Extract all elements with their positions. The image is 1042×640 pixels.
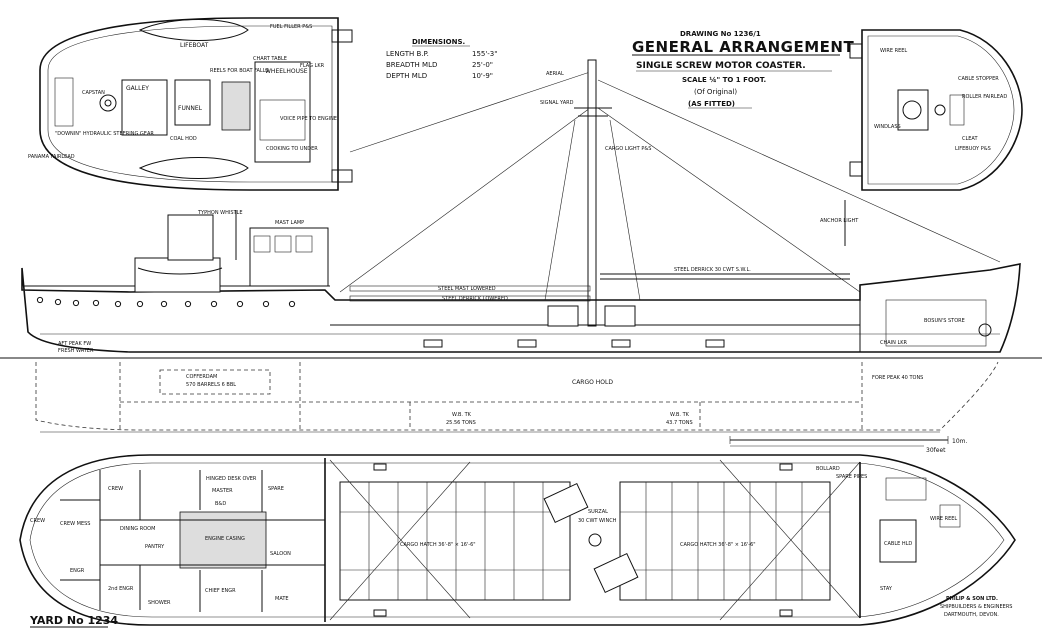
builder-line-1: PHILIP & SON LTD. bbox=[946, 596, 998, 602]
label-master: MASTER bbox=[212, 488, 233, 494]
forecastle-plan: WIRE REEL WINDLASS CABLE STOPPER ROLLER … bbox=[849, 29, 1023, 191]
label-coal-hod: COAL HOD bbox=[170, 136, 197, 142]
label-signal-yard: SIGNAL YARD bbox=[540, 100, 574, 106]
label-spare: SPARE bbox=[268, 486, 284, 492]
scale-bar-metric: 10m. bbox=[952, 438, 967, 445]
label-cargo-light: CARGO LIGHT P&S bbox=[605, 146, 651, 152]
label-cooking: COOKING TO UNDER bbox=[266, 146, 318, 152]
label-typhon: TYPHON WHISTLE bbox=[197, 210, 243, 216]
label-wb-1b: 25.56 TONS bbox=[446, 420, 476, 426]
label-lifebuoy: LIFEBUOY P&S bbox=[955, 146, 991, 152]
label-wb-1: W.B. TK bbox=[452, 412, 472, 418]
scale-note: (Of Original) bbox=[694, 88, 737, 96]
dimensions-heading: DIMENSIONS. bbox=[412, 38, 465, 46]
label-bollard: BOLLARD bbox=[816, 466, 840, 472]
label-2nd-engr: 2nd ENGR bbox=[108, 586, 134, 592]
dim-length-value: 155'-3" bbox=[472, 50, 497, 58]
yard-number: YARD No 1234 bbox=[29, 614, 118, 627]
label-surzal: SURZAL bbox=[588, 509, 608, 515]
scale-bar: 10m. 30feet bbox=[729, 436, 967, 454]
label-cargo-hatch-aft: CARGO HATCH 36'-8" × 16'-6" bbox=[400, 542, 476, 548]
as-fitted: (AS FITTED) bbox=[688, 100, 735, 108]
label-fairlead: PANAMA FAIRLEAD bbox=[28, 154, 75, 160]
label-crew-1: CREW bbox=[108, 486, 123, 492]
label-chief-engr: CHIEF ENGR bbox=[205, 588, 236, 594]
label-spare-pipes: SPARE PIPES bbox=[836, 474, 867, 480]
label-galley: GALLEY bbox=[126, 85, 149, 92]
dim-length-label: LENGTH B.P. bbox=[386, 50, 429, 58]
label-cargo-hold: CARGO HOLD bbox=[572, 379, 613, 386]
yard-and-builder: YARD No 1234 PHILIP & SON LTD. SHIPBUILD… bbox=[29, 596, 1012, 628]
dim-depth-value: 10'-9" bbox=[472, 72, 493, 80]
label-dining: DINING ROOM bbox=[120, 526, 155, 532]
label-stay: STAY bbox=[880, 586, 893, 592]
drawing-title: GENERAL ARRANGEMENT bbox=[632, 38, 854, 56]
label-bosuns-store: BOSUN'S STORE bbox=[924, 318, 965, 324]
label-steel-mast-lowered: STEEL MAST LOWERED bbox=[438, 286, 496, 292]
label-aerial: AERIAL bbox=[546, 71, 564, 77]
label-capstan: CAPSTAN bbox=[82, 90, 105, 96]
label-fore-peak: FORE PEAK 40 TONS bbox=[872, 375, 923, 381]
ship-profile: AERIAL SIGNAL YARD CARGO LIGHT P&S ANCHO… bbox=[0, 59, 1042, 433]
builder-line-3: DARTMOUTH, DEVON. bbox=[944, 612, 999, 618]
label-chain-lkr: CHAIN LKR bbox=[880, 340, 908, 346]
drawing-subtitle: SINGLE SCREW MOTOR COASTER. bbox=[636, 61, 806, 71]
label-cargo-hatch-fwd: CARGO HATCH 36'-8" × 16'-6" bbox=[680, 542, 756, 548]
label-winch: 30 CWT WINCH bbox=[578, 518, 617, 524]
label-shower: SHOWER bbox=[148, 600, 171, 606]
label-steel-derrick-lowered: STEEL DERRICK LOWERED bbox=[442, 296, 508, 302]
label-wb-2b: 43.7 TONS bbox=[666, 420, 693, 426]
label-cable-hld: CABLE HLD bbox=[884, 541, 912, 547]
label-pantry: PANTRY bbox=[145, 544, 165, 550]
label-aft-peak: AFT PEAK FW bbox=[58, 341, 91, 347]
label-wb-2: W.B. TK bbox=[670, 412, 690, 418]
scale-bar-imperial: 30feet bbox=[926, 447, 946, 454]
label-steering: "DOWNIN" HYDRAULIC STEERING GEAR bbox=[55, 131, 154, 137]
label-engr: ENGR bbox=[70, 568, 85, 574]
title-block: DRAWING No 1236/1 GENERAL ARRANGEMENT SI… bbox=[632, 30, 854, 109]
boat-deck-plan: LIFEBOAT FUEL FILLER P&S WHEELHOUSE CHAR… bbox=[28, 17, 353, 191]
label-mast-lamp: MAST LAMP bbox=[275, 220, 304, 226]
label-wheelhouse: WHEELHOUSE bbox=[265, 68, 308, 75]
label-crew-mess: CREW MESS bbox=[60, 521, 90, 527]
label-cofferdam: COFFERDAM bbox=[186, 374, 217, 380]
label-funnel: FUNNEL bbox=[178, 105, 203, 112]
drawing-scale: SCALE ¼" TO 1 FOOT. bbox=[682, 76, 766, 84]
label-cleat: CLEAT bbox=[962, 136, 978, 142]
label-fresh-water: FRESH WATER bbox=[58, 348, 94, 354]
label-mate: MATE bbox=[275, 596, 289, 602]
label-chart-table: CHART TABLE bbox=[253, 56, 287, 62]
label-voice-pipe: VOICE PIPE TO ENGINE bbox=[280, 116, 337, 122]
main-deck-plan: CREW CREW CREW MESS MASTER HINGED DESK O… bbox=[19, 454, 1016, 626]
label-steel-derrick: STEEL DERRICK 30 CWT S.W.L. bbox=[674, 267, 751, 273]
label-lifeboat: LIFEBOAT bbox=[180, 42, 209, 49]
builder-line-2: SHIPBUILDERS & ENGINEERS bbox=[940, 604, 1012, 610]
label-cable-stopper: CABLE STOPPER bbox=[958, 76, 999, 82]
label-anchor-light: ANCHOR LIGHT bbox=[820, 218, 859, 224]
label-roller-fairlead: ROLLER FAIRLEAD bbox=[962, 94, 1007, 100]
label-hinged-desk: HINGED DESK OVER bbox=[206, 476, 257, 482]
dim-breadth-value: 25'-0" bbox=[472, 61, 493, 69]
label-fuel-tank: 570 BARRELS 6 BBL bbox=[186, 382, 236, 388]
label-wire-reel-low: WIRE REEL bbox=[930, 516, 957, 522]
label-wire-reel: WIRE REEL bbox=[880, 48, 907, 54]
label-bd-1: B&D bbox=[215, 501, 226, 507]
label-engine-casing: ENGINE CASING bbox=[205, 536, 245, 542]
label-fuel-filler: FUEL FILLER P&S bbox=[270, 24, 312, 30]
dim-depth-label: DEPTH MLD bbox=[386, 72, 427, 80]
label-windlass: WINDLASS bbox=[874, 124, 901, 130]
label-flag-lkr: FLAG LKR bbox=[300, 63, 325, 69]
dim-breadth-label: BREADTH MLD bbox=[386, 61, 437, 69]
dimensions-table: DIMENSIONS. LENGTH B.P. 155'-3" BREADTH … bbox=[386, 38, 497, 80]
label-saloon: SALOON bbox=[270, 551, 291, 557]
drawing-number: DRAWING No 1236/1 bbox=[680, 30, 761, 38]
label-crew-2: CREW bbox=[30, 518, 45, 524]
label-reels: REELS FOR BOAT FALLS bbox=[210, 68, 269, 74]
